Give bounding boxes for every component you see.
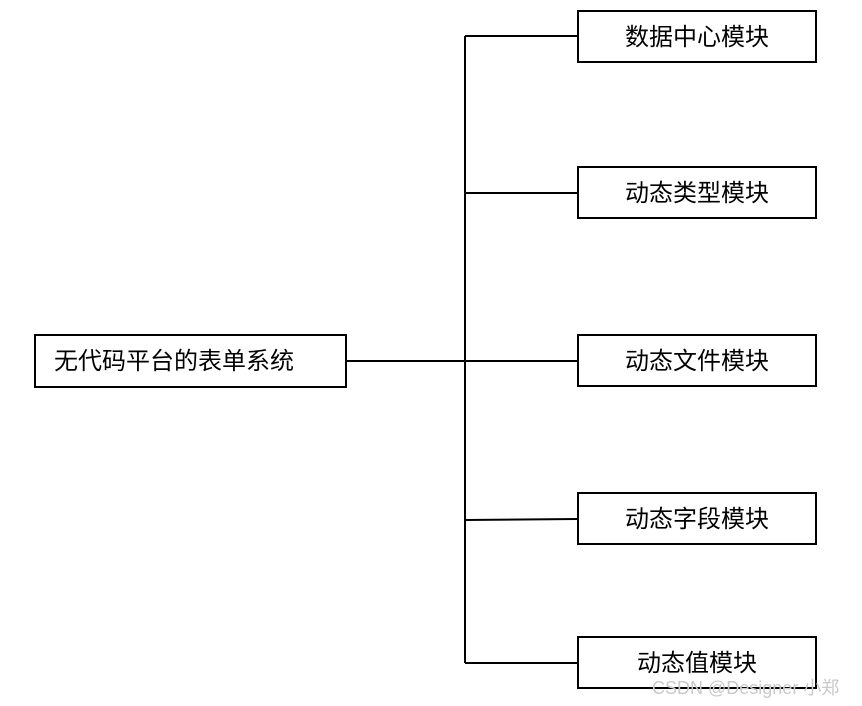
child-node-dynamic-file: 动态文件模块 bbox=[577, 334, 817, 387]
child-node-label: 动态类型模块 bbox=[625, 178, 769, 207]
child-node-data-center: 数据中心模块 bbox=[577, 10, 817, 63]
child-node-dynamic-value: 动态值模块 bbox=[577, 636, 817, 689]
child-node-label: 动态字段模块 bbox=[625, 504, 769, 533]
root-node-label: 无代码平台的表单系统 bbox=[54, 347, 294, 375]
branch-line-4 bbox=[464, 518, 578, 521]
child-node-label: 数据中心模块 bbox=[625, 22, 769, 51]
root-node: 无代码平台的表单系统 bbox=[34, 334, 347, 388]
child-node-label: 动态值模块 bbox=[637, 648, 757, 677]
watermark-text: CSDN @Designer 小郑 bbox=[652, 678, 840, 698]
child-node-dynamic-type: 动态类型模块 bbox=[577, 166, 817, 219]
child-node-dynamic-field: 动态字段模块 bbox=[577, 492, 817, 545]
child-node-label: 动态文件模块 bbox=[625, 346, 769, 375]
